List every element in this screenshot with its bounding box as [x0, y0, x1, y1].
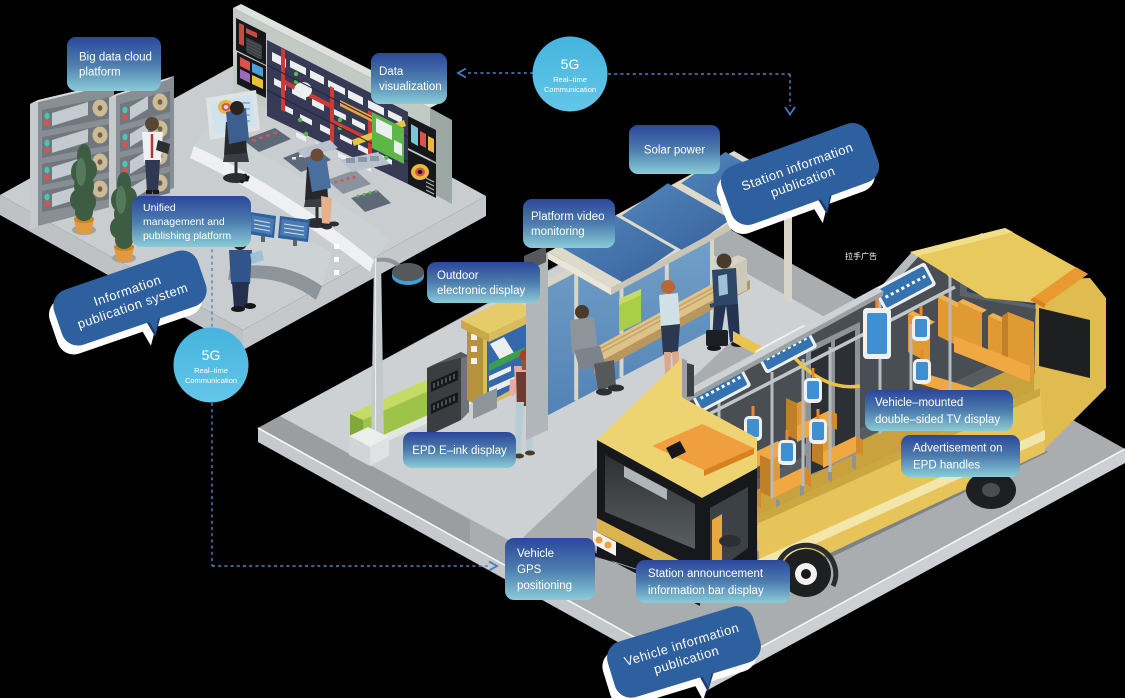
svg-text:electronic display: electronic display [437, 285, 525, 297]
svg-text:拉手广告: 拉手广告 [845, 251, 877, 261]
svg-text:Vehicle: Vehicle [517, 548, 554, 560]
svg-text:double–sided TV display: double–sided TV display [875, 414, 1000, 426]
svg-text:GPS: GPS [517, 564, 542, 576]
svg-text:Advertisement on: Advertisement on [913, 443, 1003, 455]
svg-text:EPD E–ink display: EPD E–ink display [412, 445, 507, 457]
svg-text:Data: Data [379, 66, 404, 78]
svg-text:platform: platform [79, 67, 121, 79]
svg-text:Real–time: Real–time [194, 366, 228, 375]
svg-text:EPD handles: EPD handles [913, 460, 980, 472]
svg-text:Platform video: Platform video [531, 211, 605, 223]
svg-text:Communication: Communication [544, 85, 596, 94]
svg-text:publishing platform: publishing platform [143, 230, 231, 242]
svg-text:visualization: visualization [379, 81, 442, 93]
svg-text:Station announcement: Station announcement [648, 568, 764, 580]
svg-text:Unified: Unified [143, 202, 176, 214]
svg-text:positioning: positioning [517, 580, 572, 592]
svg-text:Real–time: Real–time [553, 75, 587, 84]
svg-text:information bar display: information bar display [648, 585, 764, 597]
svg-text:monitoring: monitoring [531, 226, 585, 238]
svg-text:Big data cloud: Big data cloud [79, 52, 152, 64]
svg-text:5G: 5G [561, 56, 580, 72]
svg-text:Communication: Communication [185, 376, 237, 385]
svg-text:Outdoor: Outdoor [437, 270, 479, 282]
svg-text:Solar power: Solar power [644, 145, 706, 157]
svg-text:Vehicle–mounted: Vehicle–mounted [875, 397, 963, 409]
svg-text:5G: 5G [202, 347, 221, 363]
svg-text:management and: management and [143, 216, 225, 228]
